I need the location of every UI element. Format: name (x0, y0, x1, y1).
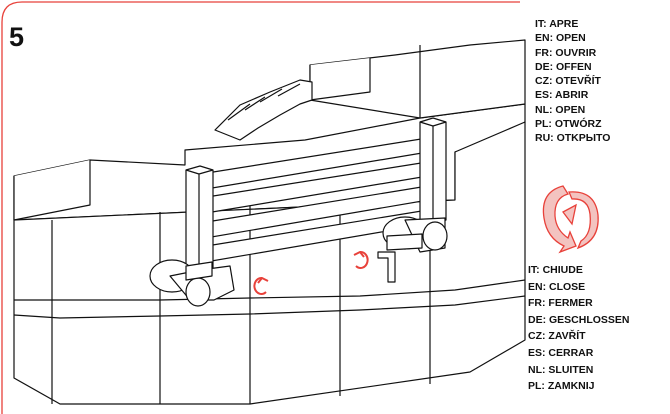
open-label: DE: OFFEN (535, 60, 592, 73)
open-label: FR: OUVRIR (535, 46, 597, 59)
rotation-arrow-icon (253, 250, 369, 295)
open-label: CZ: OTEVŘÍT (535, 75, 601, 88)
close-label: EN: CLOSE (528, 280, 586, 293)
open-label: ES: ABRIR (535, 89, 589, 102)
close-label: ES: CERRAR (528, 346, 594, 359)
right-valve (382, 216, 448, 253)
open-label: IT: APRE (535, 18, 579, 30)
open-label: RU: OTKPЫTO (535, 132, 611, 145)
close-labels: IT: CHIUDE EN: CLOSE FR: FERMER DE: GESC… (528, 262, 630, 395)
close-label: NL: SLUITEN (528, 363, 594, 376)
step-number: 5 (9, 22, 25, 52)
close-label: IT: CHIUDE (528, 264, 583, 276)
open-label: PL: OTWÓRZ (535, 118, 602, 131)
left-valve (149, 259, 235, 307)
open-label: EN: OPEN (535, 32, 586, 45)
close-label: FR: FERMER (528, 297, 593, 310)
towel-rail (185, 117, 447, 273)
wall-face (13, 121, 526, 405)
open-label: NL: OPEN (535, 103, 586, 116)
close-label: DE: GESCHLOSSEN (528, 313, 630, 326)
close-label: CZ: ZAVŘÍT (528, 330, 586, 343)
open-labels: IT: APRE EN: OPEN FR: OUVRIR DE: OFFEN C… (535, 17, 610, 146)
close-label: PL: ZAMKNIJ (528, 380, 595, 393)
allen-key-icon (377, 251, 396, 283)
